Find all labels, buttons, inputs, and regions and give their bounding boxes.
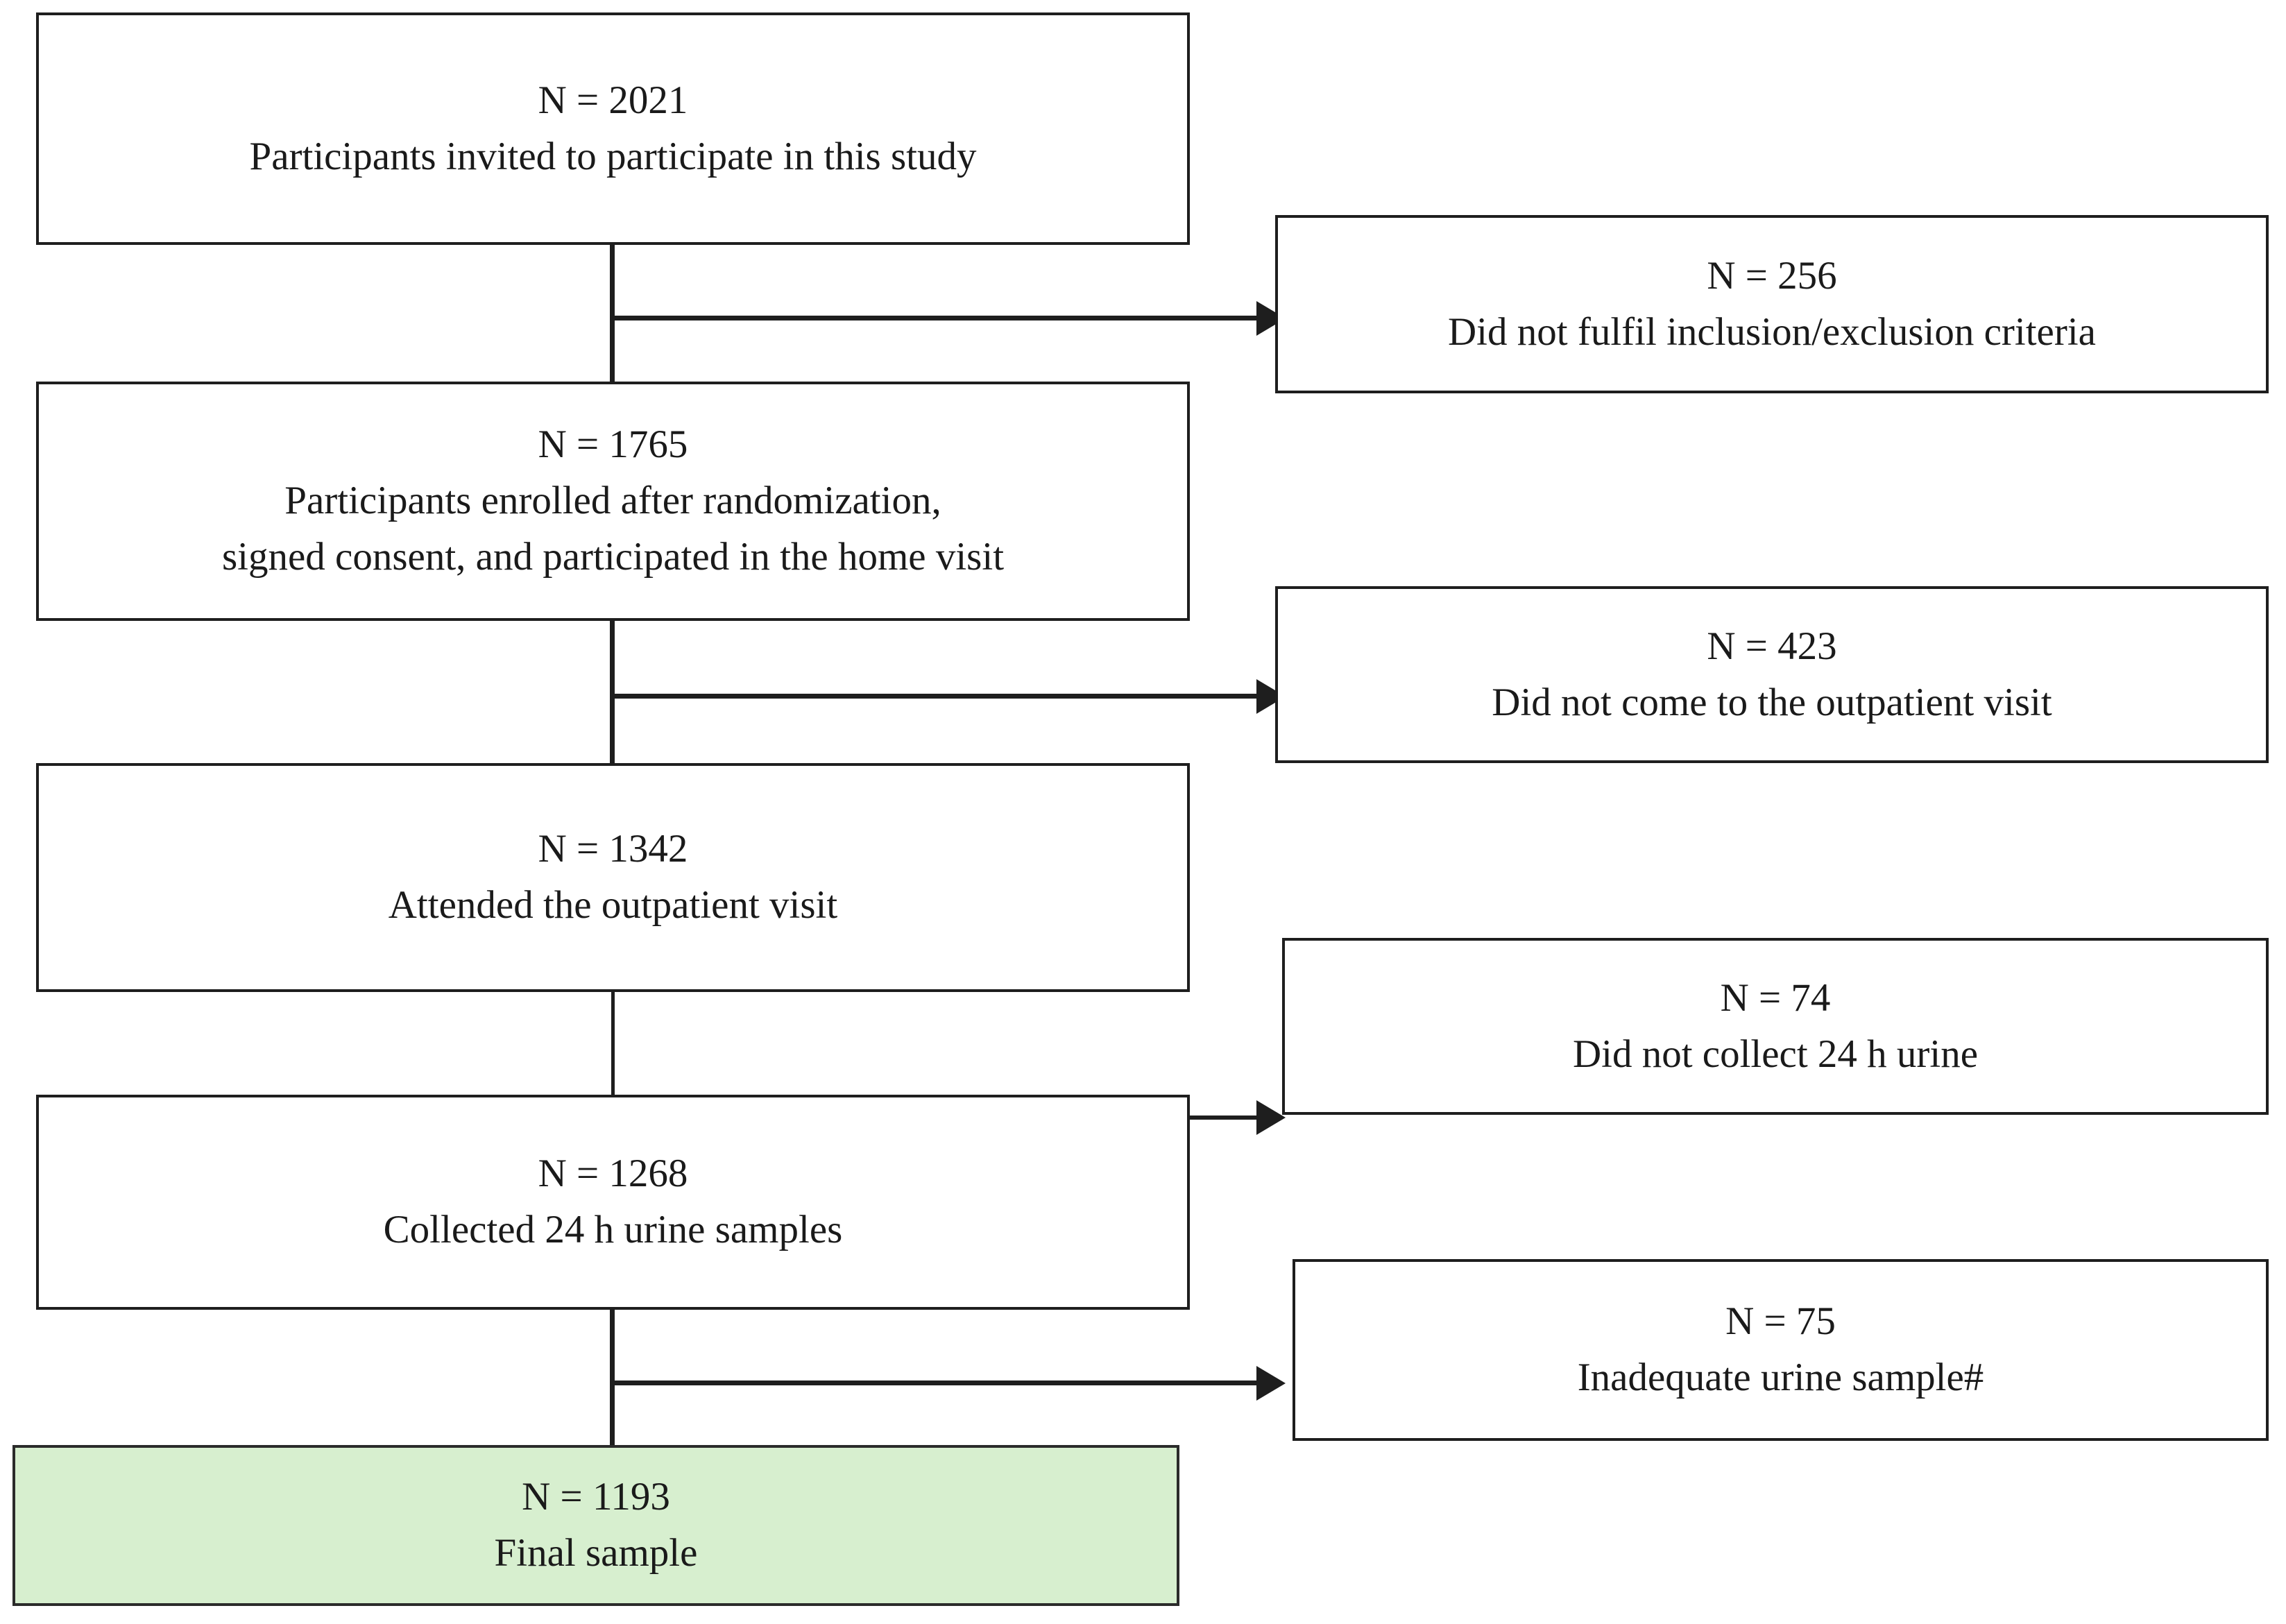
branch-line-excl-criteria bbox=[610, 316, 1256, 320]
exclusion-node-no-outpatient-count: N = 423 bbox=[1707, 624, 1837, 668]
exclusion-node-no-urine-description: Did not collect 24 h urine bbox=[1572, 1032, 1979, 1076]
exclusion-node-no-urine-count: N = 74 bbox=[1720, 975, 1831, 1020]
flow-node-collected-description: Collected 24 h urine samples bbox=[383, 1208, 843, 1251]
exclusion-node-inadequate: N = 75 Inadequate urine sample# bbox=[1293, 1259, 2269, 1441]
flow-node-enrolled-description-line-1: Participants enrolled after randomizatio… bbox=[284, 479, 941, 523]
flow-node-final-sample-description: Final sample bbox=[494, 1531, 698, 1575]
flow-node-invited: N = 2021 Participants invited to partici… bbox=[36, 12, 1190, 245]
flow-node-attended-count: N = 1342 bbox=[538, 827, 688, 871]
connector-collected-to-final bbox=[610, 1310, 615, 1446]
exclusion-node-inadequate-count: N = 75 bbox=[1725, 1299, 1836, 1344]
exclusion-node-no-outpatient-description: Did not come to the outpatient visit bbox=[1492, 680, 2052, 724]
flow-node-enrolled-count: N = 1765 bbox=[538, 422, 688, 467]
flow-node-collected-count: N = 1268 bbox=[538, 1152, 688, 1196]
arrowhead-excl-inadequate bbox=[1256, 1366, 1286, 1401]
flow-node-attended-description: Attended the outpatient visit bbox=[388, 883, 838, 927]
flow-node-attended: N = 1342 Attended the outpatient visit bbox=[36, 763, 1190, 992]
flow-node-enrolled: N = 1765 Participants enrolled after ran… bbox=[36, 382, 1190, 621]
exclusion-node-inadequate-description: Inadequate urine sample# bbox=[1577, 1356, 1984, 1399]
exclusion-node-criteria-description: Did not fulfil inclusion/exclusion crite… bbox=[1448, 309, 2096, 354]
flow-node-invited-description: Participants invited to participate in t… bbox=[249, 134, 977, 178]
branch-line-excl-inadequate bbox=[610, 1381, 1256, 1385]
exclusion-node-criteria: N = 256 Did not fulfil inclusion/exclusi… bbox=[1275, 215, 2269, 393]
flow-node-collected: N = 1268 Collected 24 h urine samples bbox=[36, 1095, 1190, 1310]
exclusion-node-criteria-count: N = 256 bbox=[1707, 253, 1837, 298]
flow-node-final-sample: N = 1193 Final sample bbox=[12, 1445, 1179, 1606]
exclusion-node-no-urine: N = 74 Did not collect 24 h urine bbox=[1282, 938, 2269, 1115]
flow-node-final-sample-count: N = 1193 bbox=[522, 1475, 670, 1519]
exclusion-node-no-outpatient: N = 423 Did not come to the outpatient v… bbox=[1275, 586, 2269, 763]
arrowhead-excl-no-urine bbox=[1256, 1100, 1286, 1135]
connector-invited-to-enrolled bbox=[610, 245, 615, 382]
flow-node-enrolled-description-line-2: signed consent, and participated in the … bbox=[221, 534, 1005, 579]
flow-node-invited-count: N = 2021 bbox=[538, 78, 688, 122]
branch-line-excl-no-outpatient bbox=[610, 694, 1256, 699]
connector-attended-to-collected bbox=[611, 992, 615, 1125]
connector-enrolled-to-attended bbox=[610, 621, 615, 763]
